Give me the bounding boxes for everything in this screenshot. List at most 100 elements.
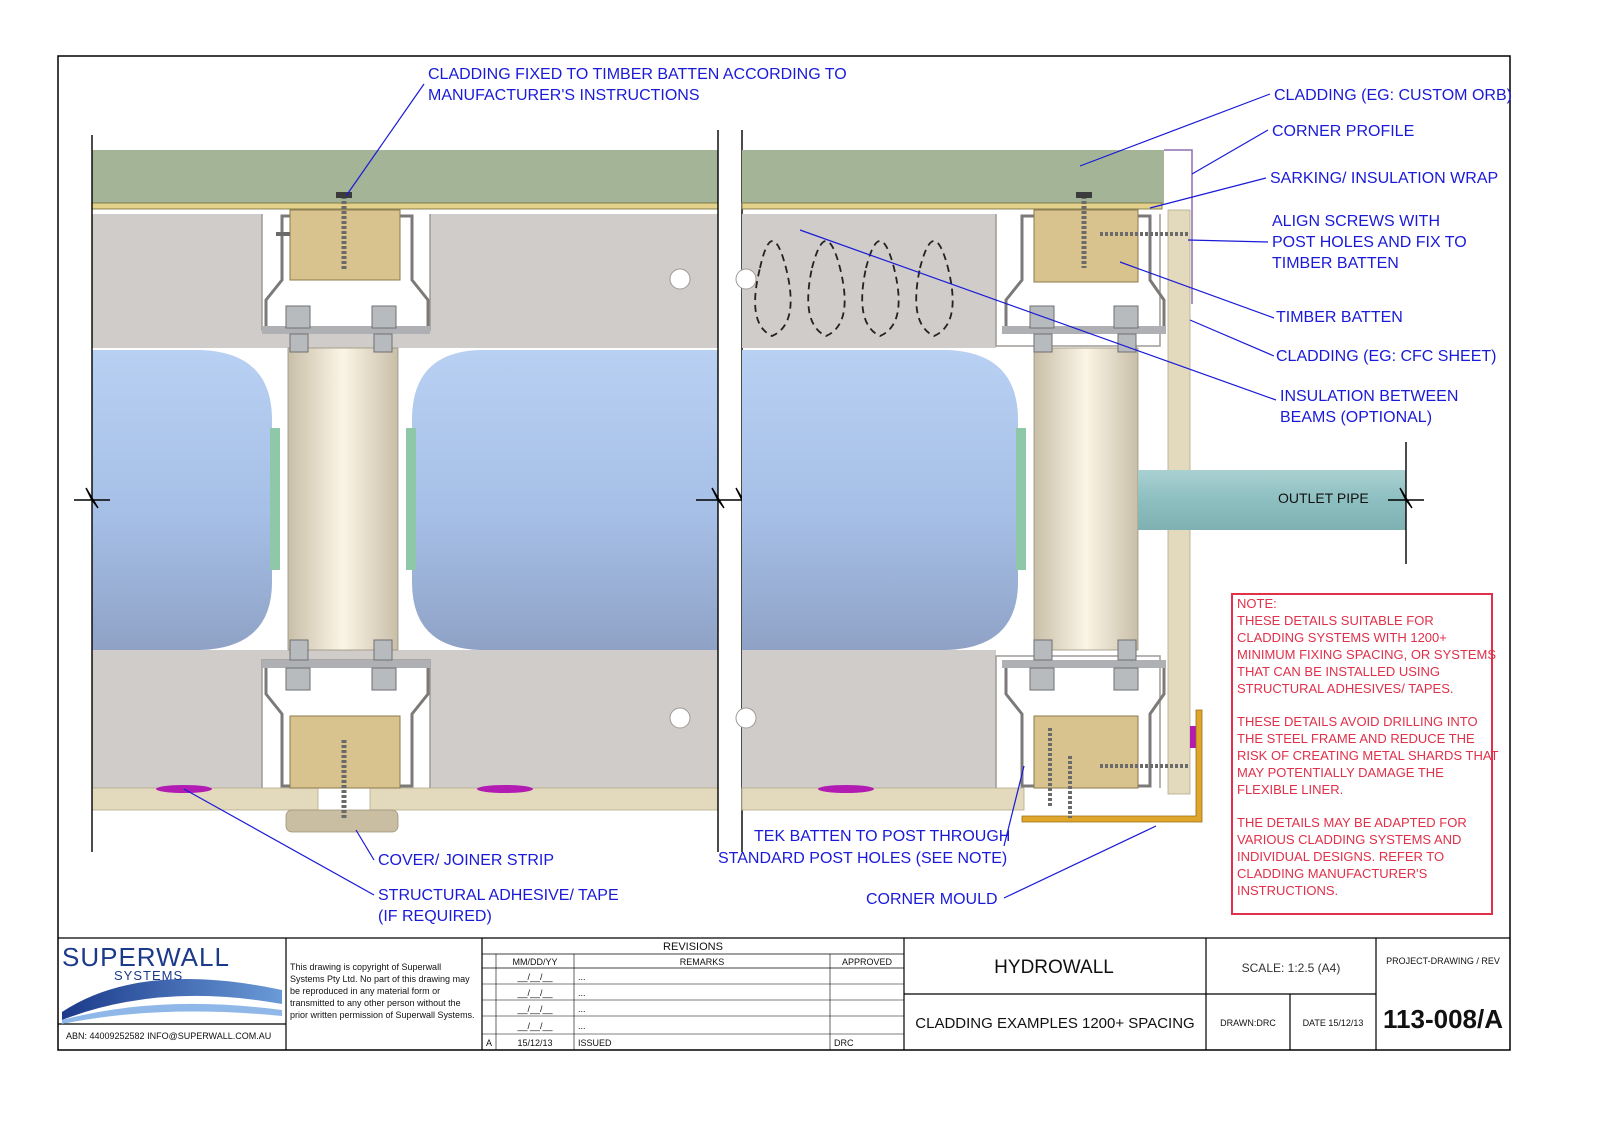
bladder-fitting-right-section xyxy=(1016,428,1026,570)
bottom-frame-beam xyxy=(742,650,996,788)
drawing-title: CLADDING EXAMPLES 1200+ SPACING xyxy=(915,1015,1194,1032)
label-align-screws: POST HOLES AND FIX TO xyxy=(1272,234,1467,251)
rev-blank-date: __/__/__ xyxy=(516,1004,553,1014)
rev-blank-remarks: ... xyxy=(578,988,586,998)
break-symbol xyxy=(74,487,110,509)
drawn-by: DRAWN:DRC xyxy=(1220,1018,1276,1028)
label-tek-batten: TEK BATTEN TO POST THROUGH xyxy=(754,828,1010,845)
note-line: INDIVIDUAL DESIGNS. REFER TO xyxy=(1237,849,1444,864)
logo-text: SUPERWALL xyxy=(62,942,230,972)
rev-blank-remarks: ... xyxy=(578,1021,586,1031)
copyright-line: Systems Pty Ltd. No part of this drawing… xyxy=(290,974,470,984)
top-frame-beam xyxy=(742,214,996,348)
rev-col-remarks: REMARKS xyxy=(680,957,725,967)
screw-head xyxy=(336,192,352,198)
rev-a-letter: A xyxy=(486,1038,492,1048)
bolt xyxy=(1029,667,1055,691)
post-right xyxy=(1033,347,1139,651)
bracket-plate-top xyxy=(262,326,430,334)
rev-a-remarks: ISSUED xyxy=(578,1038,612,1048)
superwall-logo: SUPERWALL SYSTEMS xyxy=(62,942,282,1024)
note-line: THE STEEL FRAME AND REDUCE THE xyxy=(1237,731,1475,746)
sarking-wrap xyxy=(91,202,719,210)
bracket-plate xyxy=(1002,326,1166,334)
label-cladding-fixed: MANUFACTURER'S INSTRUCTIONS xyxy=(428,87,700,104)
sarking-wrap-right xyxy=(741,202,1163,210)
cladding-sheet-top-right xyxy=(742,150,1164,204)
adhesive-tape-2 xyxy=(477,785,533,793)
rev-blank-date: __/__/__ xyxy=(516,988,553,998)
bolt xyxy=(1113,667,1139,691)
rev-a-approved: DRC xyxy=(834,1038,854,1048)
rev-blank-date: __/__/__ xyxy=(516,1021,553,1031)
note-line: MINIMUM FIXING SPACING, OR SYSTEMS xyxy=(1237,647,1496,662)
bolt xyxy=(289,639,309,661)
drawing-date: DATE 15/12/13 xyxy=(1303,1018,1364,1028)
label-structural-adhesive: (IF REQUIRED) xyxy=(378,908,492,925)
label-structural-adhesive: STRUCTURAL ADHESIVE/ TAPE xyxy=(378,887,619,904)
note-line: THE DETAILS MAY BE ADAPTED FOR xyxy=(1237,815,1467,830)
drawing-number: 113-008/A xyxy=(1383,1004,1503,1034)
note-line: INSTRUCTIONS. xyxy=(1237,883,1338,898)
label-cladding-fixed: CLADDING FIXED TO TIMBER BATTEN ACCORDIN… xyxy=(428,66,847,83)
post-hole xyxy=(735,707,757,729)
rev-col-approved: APPROVED xyxy=(842,957,893,967)
note-line: THESE DETAILS AVOID DRILLING INTO xyxy=(1237,714,1478,729)
cfc-sheet-bottom-right xyxy=(741,787,1025,811)
label-sarking-wrap: SARKING/ INSULATION WRAP xyxy=(1270,170,1498,187)
bracket-plate-bottom xyxy=(262,660,430,668)
bolt xyxy=(373,333,393,353)
post-left xyxy=(287,347,399,651)
project-drawing-rev-label: PROJECT-DRAWING / REV xyxy=(1386,956,1500,966)
bracket-plate xyxy=(1002,660,1166,668)
post-hole xyxy=(669,707,691,729)
screw-head xyxy=(1076,192,1092,198)
note-box: NOTE: THESE DETAILS SUITABLE FOR CLADDIN… xyxy=(1231,593,1499,915)
bladder-right xyxy=(742,350,1018,650)
insulation-batts xyxy=(754,240,954,337)
rev-a-date: 15/12/13 xyxy=(517,1038,552,1048)
revisions-title: REVISIONS xyxy=(663,941,723,953)
label-tek-batten: STANDARD POST HOLES (SEE NOTE) xyxy=(718,850,1007,867)
note-line: CLADDING SYSTEMS WITH 1200+ xyxy=(1237,630,1447,645)
bladder-left xyxy=(92,350,272,650)
copyright-line: be reproduced in any material form or xyxy=(290,986,440,996)
label-corner-profile: CORNER PROFILE xyxy=(1272,123,1414,140)
note-line: MAY POTENTIALLY DAMAGE THE xyxy=(1237,765,1444,780)
bolt xyxy=(285,305,311,329)
bolt xyxy=(373,639,393,661)
corner-mould xyxy=(1021,709,1203,823)
copyright-line: prior written permission of Superwall Sy… xyxy=(290,1010,475,1020)
rev-blank-remarks: ... xyxy=(578,972,586,982)
label-timber-batten: TIMBER BATTEN xyxy=(1276,309,1403,326)
note-line: STRUCTURAL ADHESIVES/ TAPES. xyxy=(1237,681,1453,696)
copyright-line: transmitted to any other person without … xyxy=(290,998,461,1008)
scale: SCALE: 1:2.5 (A4) xyxy=(1242,961,1341,975)
label-cladding-custom-orb: CLADDING (EG: CUSTOM ORB) xyxy=(1274,87,1512,104)
bolt xyxy=(1033,639,1053,661)
label-align-screws: ALIGN SCREWS WITH xyxy=(1272,213,1440,230)
project-name: HYDROWALL xyxy=(994,957,1114,978)
note-line: THAT CAN BE INSTALLED USING xyxy=(1237,664,1440,679)
left-section xyxy=(74,130,762,852)
rev-blank-remarks: ... xyxy=(578,1004,586,1014)
adhesive-tape-3 xyxy=(818,785,874,793)
note-line: FLEXIBLE LINER. xyxy=(1237,782,1343,797)
timber-batten-bottom-right xyxy=(1033,715,1139,789)
bladder-fitting-left xyxy=(270,428,280,570)
bolt xyxy=(1113,305,1139,329)
bolt xyxy=(371,667,397,691)
bladder-middle xyxy=(412,350,718,650)
adhesive-tape-4 xyxy=(1190,726,1196,748)
logo-subtext: SYSTEMS xyxy=(114,968,183,983)
cfc-sheet-bottom-mid xyxy=(369,787,719,811)
corner-profile xyxy=(1164,149,1193,304)
callout-labels: CLADDING FIXED TO TIMBER BATTEN ACCORDIN… xyxy=(378,66,1512,925)
note-line: RISK OF CREATING METAL SHARDS THAT xyxy=(1237,748,1499,763)
bolt xyxy=(285,667,311,691)
break-symbol xyxy=(1388,487,1424,509)
cover-joiner-strip xyxy=(285,809,399,833)
note-line: VARIOUS CLADDING SYSTEMS AND xyxy=(1237,832,1461,847)
timber-batten-top-left xyxy=(289,209,401,281)
